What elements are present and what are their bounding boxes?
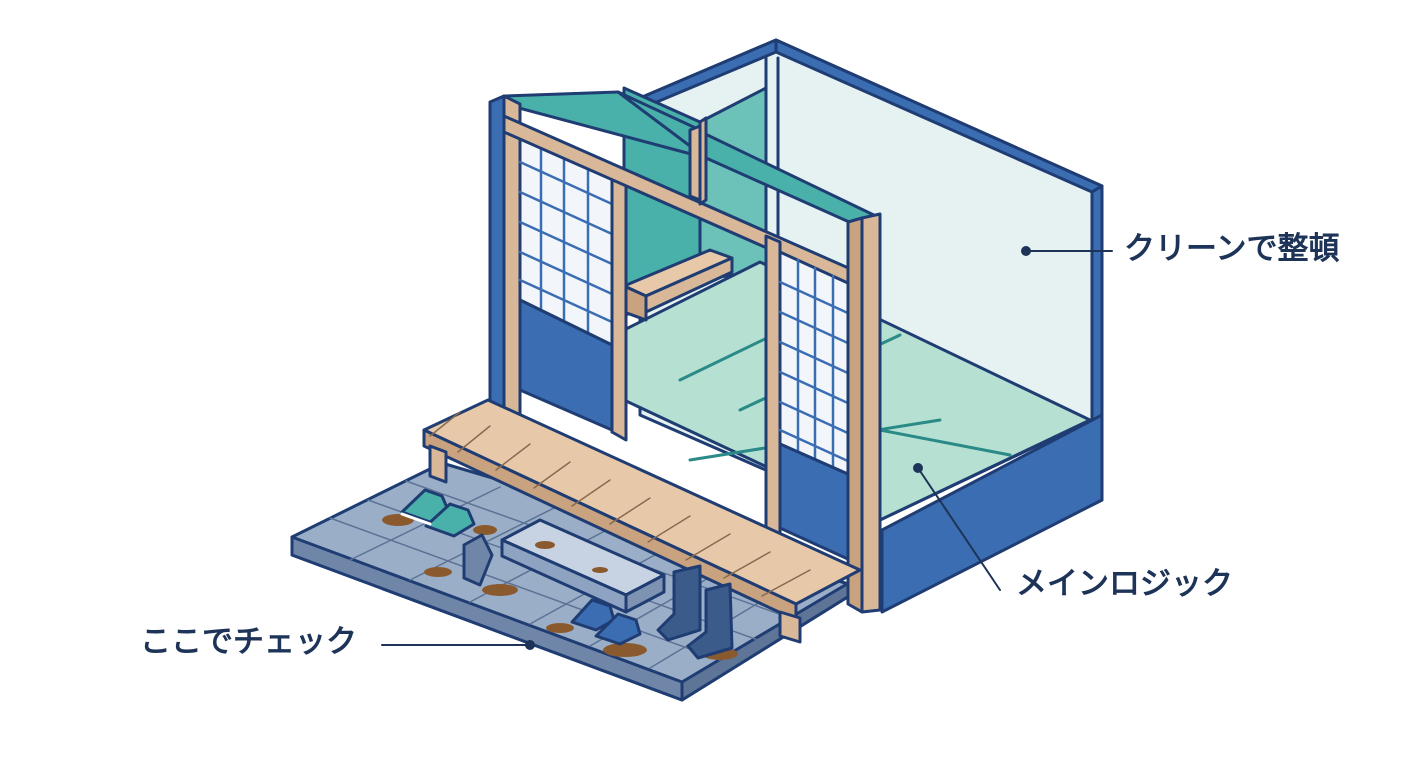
right-shoji-screen xyxy=(766,236,850,560)
callout-label-check-here: ここでチェック xyxy=(140,627,357,658)
right-post xyxy=(862,214,880,612)
callout-label-main-logic: メインロジック xyxy=(1016,569,1233,600)
callout-label-clean-room: クリーンで整頓 xyxy=(1124,234,1339,265)
